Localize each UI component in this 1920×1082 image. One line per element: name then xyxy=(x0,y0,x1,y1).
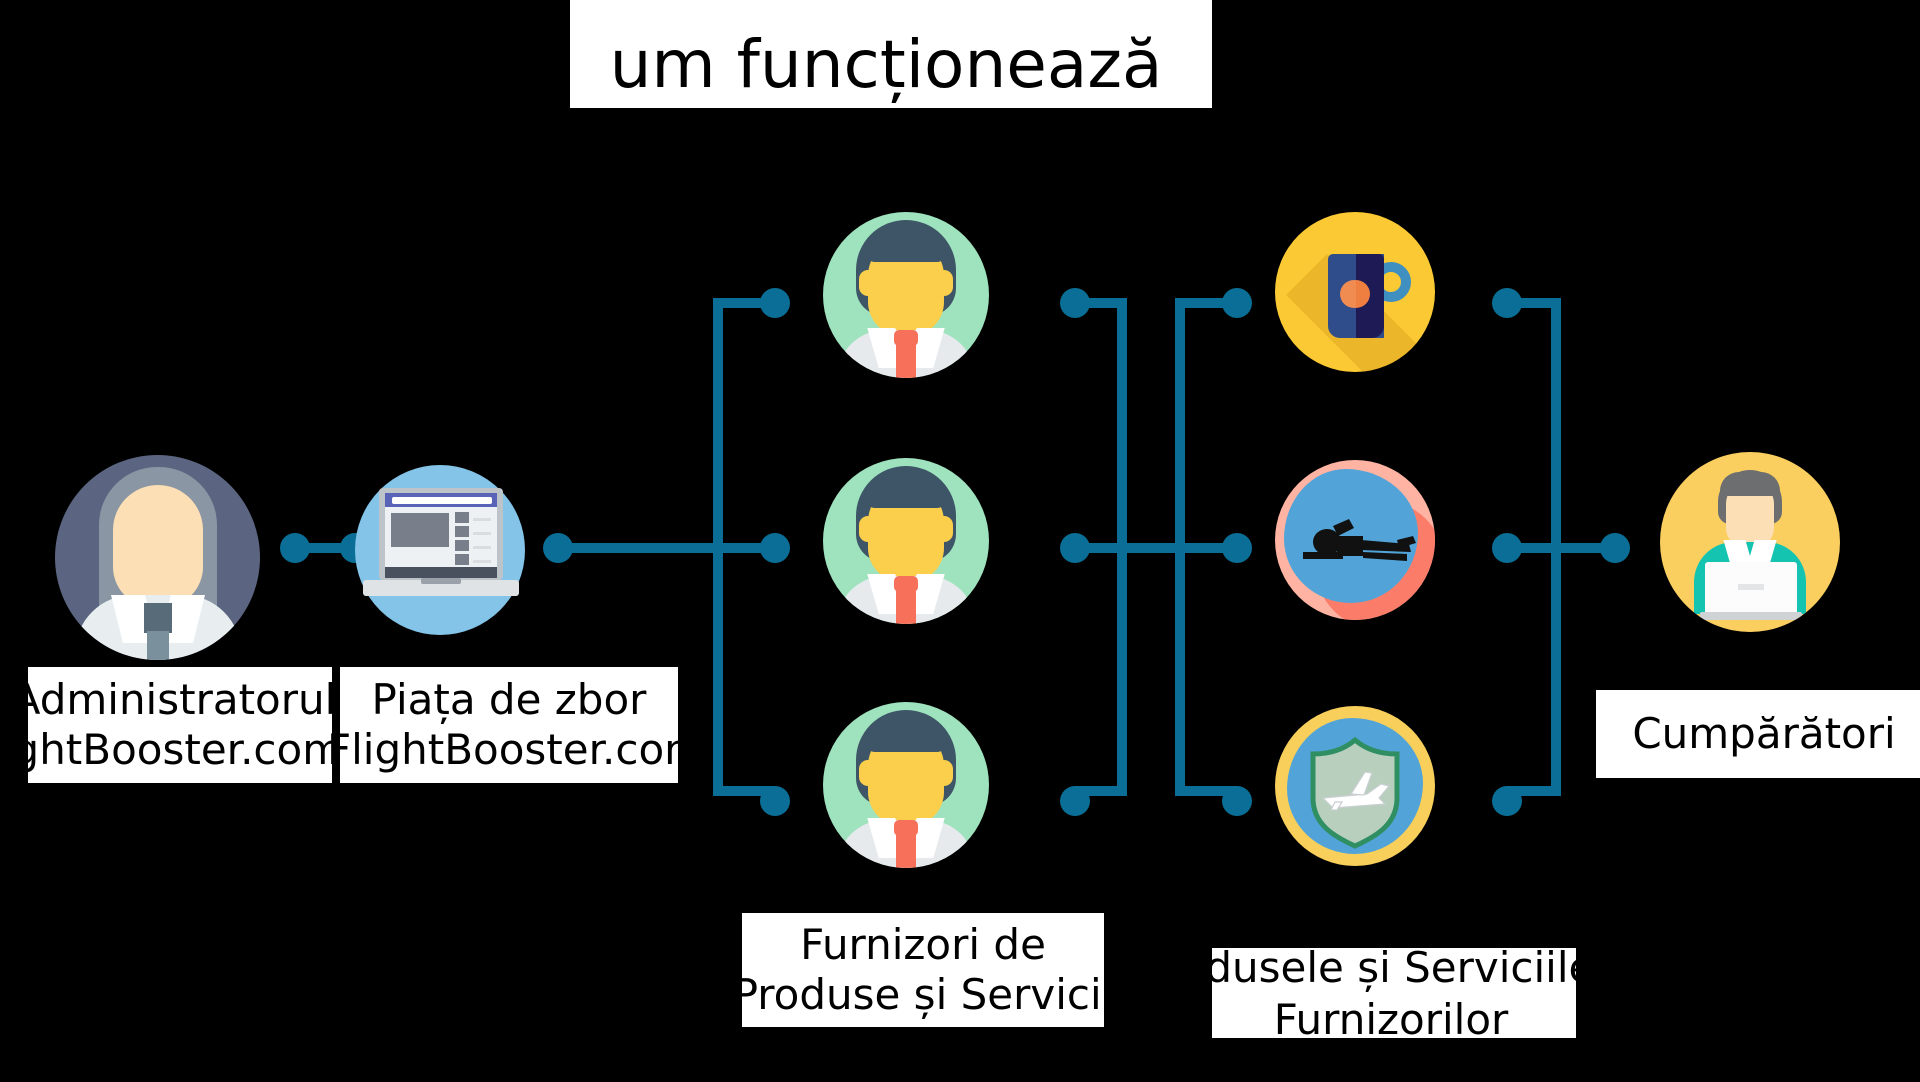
marketplace-label: Piața de zbor FlightBooster.com xyxy=(327,667,705,783)
connector-stub-supplier-3 xyxy=(713,786,775,796)
products-label: odusele și Serviciile Furnizorilor xyxy=(1180,943,1595,1044)
connector-stub-product-1 xyxy=(1175,298,1237,308)
page-title: um funcționează xyxy=(570,0,1212,108)
connector-stub-supplier-3-out xyxy=(1075,786,1127,796)
connector-dot-supplier-2-in xyxy=(760,533,790,563)
admin-avatar-icon xyxy=(55,455,260,660)
connector-stub-supplier-2-out xyxy=(1075,543,1127,553)
shield-airplane-glyph xyxy=(1310,736,1400,849)
swimmer-glyph xyxy=(1303,519,1416,561)
admin-label-line1: Administratorul xyxy=(11,675,337,725)
connector-stub-product-3-out xyxy=(1507,786,1559,796)
supplier-avatar-icon xyxy=(823,458,989,624)
connector-dot-supplier-3-in xyxy=(760,786,790,816)
admin-label: Administratorul ightBooster.com xyxy=(1,667,343,783)
connector-dot-buyers-in xyxy=(1600,533,1630,563)
admin-label-line2: ightBooster.com xyxy=(0,725,344,774)
marketplace-label-line1: Piața de zbor xyxy=(371,675,647,725)
laptop-browser-icon xyxy=(355,465,525,635)
suppliers-label-line1: Furnizori de xyxy=(800,920,1046,970)
connector-dot-product-3-in xyxy=(1222,786,1252,816)
buyers-label: Cumpărători xyxy=(1596,690,1920,778)
connector-stub-product-2 xyxy=(1117,543,1237,553)
connector-dot-supplier-1-in xyxy=(760,288,790,318)
connector-line-market-trunk xyxy=(558,543,723,553)
page-title-text: um funcționează xyxy=(609,26,1163,104)
connector-line-admin-market xyxy=(295,543,355,553)
connector-line-buyers-in xyxy=(1551,543,1611,553)
connector-dot-product-1-in xyxy=(1222,288,1252,318)
swimmer-icon xyxy=(1275,460,1435,620)
connector-stub-supplier-1-out xyxy=(1075,298,1127,308)
flight-shield-icon xyxy=(1275,706,1435,866)
buyers-label-line1: Cumpărători xyxy=(1632,709,1896,759)
connector-stub-product-3 xyxy=(1175,786,1237,796)
connector-stub-supplier-2 xyxy=(713,543,775,553)
connector-stub-product-2-out xyxy=(1507,543,1559,553)
supplier-avatar-icon xyxy=(823,702,989,868)
marketplace-label-line2: FlightBooster.com xyxy=(326,725,706,774)
buyer-laptop-avatar-icon xyxy=(1660,452,1840,632)
suppliers-label-line2: Produse și Servicii xyxy=(732,970,1114,1019)
connector-dot-product-2-in xyxy=(1222,533,1252,563)
supplier-avatar-icon xyxy=(823,212,989,378)
connector-stub-product-1-out xyxy=(1507,298,1559,308)
products-label-line2: Furnizorilor xyxy=(1273,995,1509,1044)
products-label-line1: odusele și Serviciile xyxy=(1179,943,1595,993)
connector-stub-supplier-1 xyxy=(713,298,775,308)
coffee-mug-icon xyxy=(1275,212,1435,372)
suppliers-label: Furnizori de Produse și Servicii xyxy=(733,913,1113,1027)
